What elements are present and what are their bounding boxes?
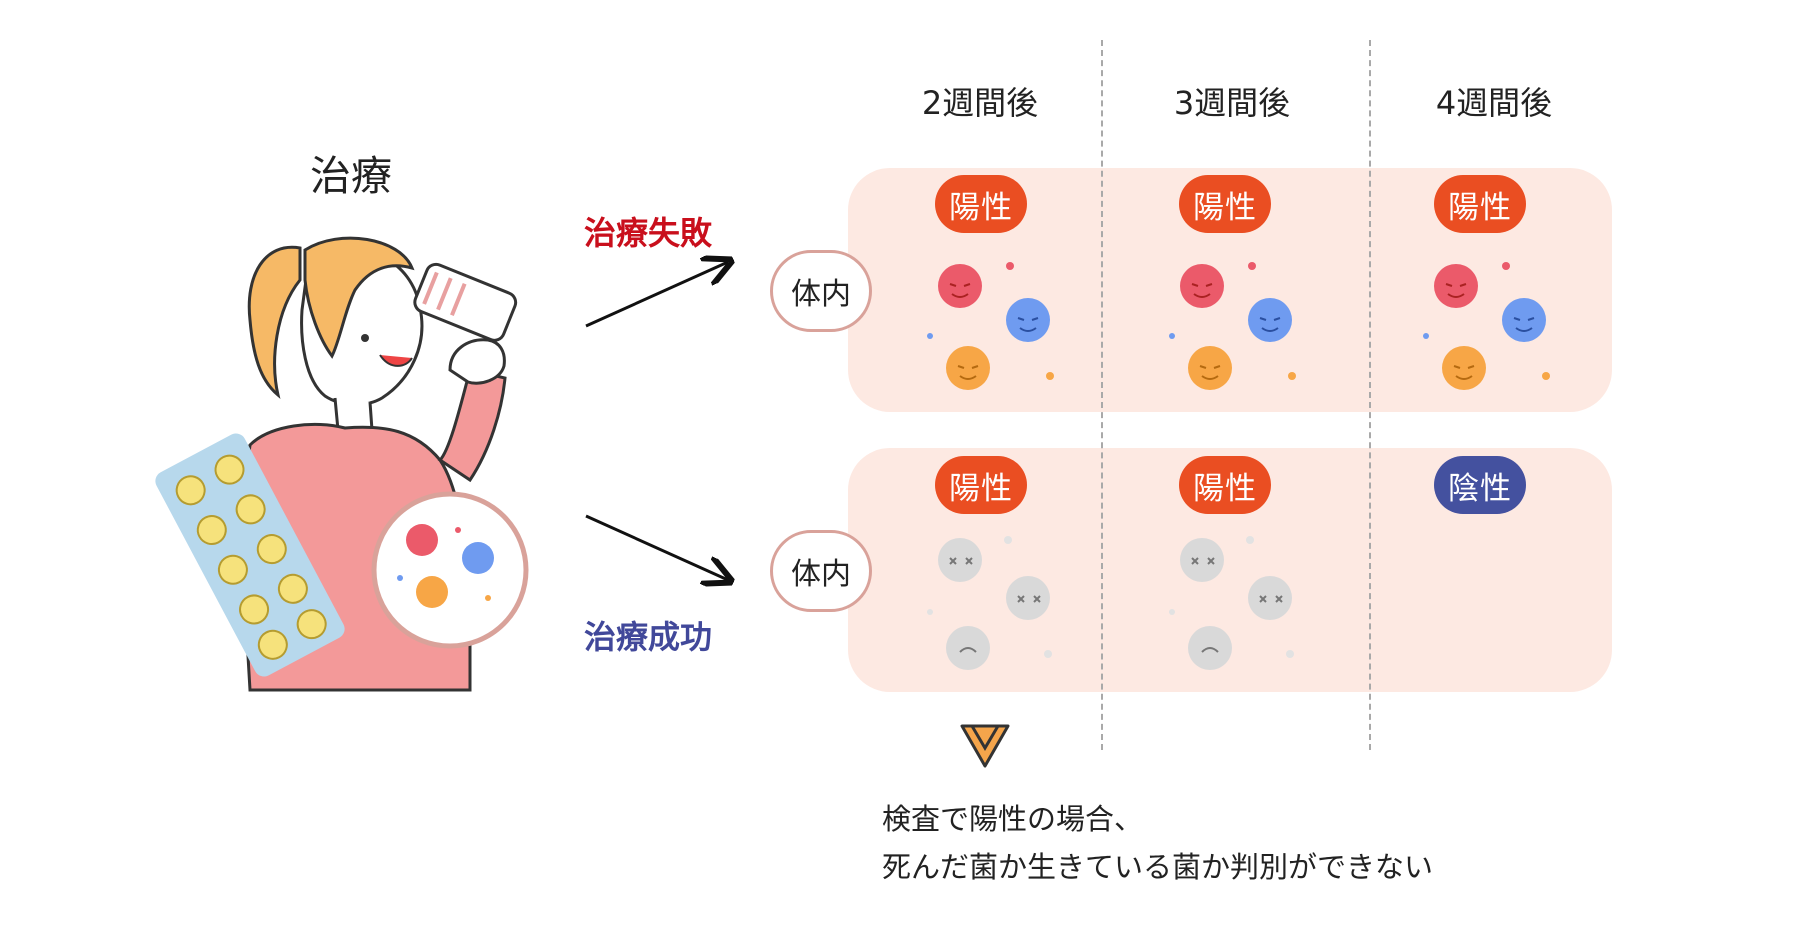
result-badge: 陽性 (935, 175, 1027, 233)
arrow-icon (585, 514, 728, 580)
result-badge-negative: 陰性 (1434, 456, 1526, 514)
treatment-title: 治療 (310, 152, 392, 200)
dead-bacteria-row (927, 535, 1295, 671)
bacteria-icon (406, 524, 438, 556)
result-badge: 陽性 (935, 456, 1027, 514)
result-badge: 陽性 (1179, 456, 1271, 514)
arrow-icon (585, 262, 728, 328)
dead-bacteria-icon (938, 538, 982, 582)
bacteria-icon (946, 346, 990, 390)
pill-blister-icon (155, 433, 345, 677)
down-chevron-icon (960, 724, 1010, 768)
body-label: 体内 (770, 530, 872, 612)
bacteria-magnifier (371, 491, 529, 649)
dead-bacteria-icon (1006, 576, 1050, 620)
dead-bacteria-icon (946, 626, 990, 670)
week-header-3: 3週間後 (1173, 84, 1291, 122)
week-header-2: 2週間後 (921, 84, 1039, 122)
bacteria-icon (938, 264, 982, 308)
bacteria-icon (1006, 298, 1050, 342)
result-badge: 陽性 (1434, 175, 1526, 233)
bacteria-icon (416, 576, 448, 608)
divider-line (1369, 40, 1371, 750)
bacteria-icon (462, 542, 494, 574)
result-badge: 陽性 (1179, 175, 1271, 233)
failure-label: 治療失敗 (584, 214, 713, 252)
note-line-1: 検査で陽性の場合、 (882, 802, 1144, 836)
week-header-4: 4週間後 (1435, 84, 1553, 122)
success-label: 治療成功 (584, 618, 713, 656)
note-line-2: 死んだ菌か生きている菌か判別ができない (882, 850, 1434, 884)
divider-line (1101, 40, 1103, 750)
body-label: 体内 (770, 250, 872, 332)
live-bacteria-row (927, 261, 1551, 391)
